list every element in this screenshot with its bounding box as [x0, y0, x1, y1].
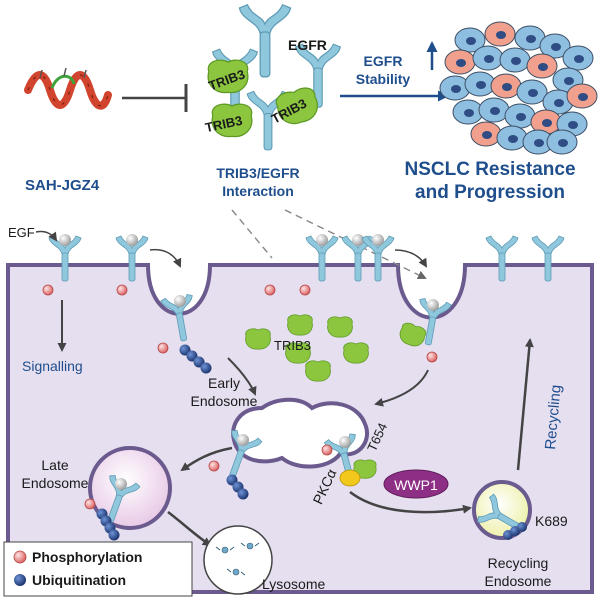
outcome-label-1: NSCLC Resistance: [404, 159, 575, 180]
pit-receptor-left: [157, 293, 212, 374]
interaction-label-2: Interaction: [222, 183, 294, 199]
k689-label: K689: [535, 513, 568, 529]
egf-ligand: [59, 234, 71, 246]
to-late-endosome-arrow: [180, 446, 233, 472]
tumor-cell-nucleus: [464, 109, 474, 117]
sah-jgz4-label: SAH-JGZ4: [25, 177, 100, 194]
dashed-guide-left: [231, 209, 273, 259]
inhibition-arrow: [122, 84, 188, 112]
pkca-blob: [339, 469, 361, 487]
lysosome-label: Lysosome: [262, 576, 326, 592]
tumor-cell-nucleus: [511, 57, 521, 65]
to-early-endosome-arrow: [227, 357, 257, 396]
legend: Phosphorylation Ubiquitination: [3, 541, 193, 597]
tumor-cell-nucleus: [542, 119, 552, 127]
tumor-cell-nucleus: [508, 135, 518, 143]
late-endosome-label-2: Endosome: [22, 475, 89, 491]
tumor-cell-nucleus: [484, 55, 494, 63]
wwp1-blob: [383, 469, 449, 499]
to-recycling-arrow: [349, 491, 472, 514]
egf-label: EGF: [8, 225, 35, 240]
recycling-label: Recycling: [542, 384, 565, 450]
late-endosome-receptor: [84, 473, 141, 541]
recycling-endosome-label-2: Endosome: [485, 573, 552, 589]
tumor-cell-cluster: [439, 21, 598, 155]
to-lysosome-arrow: [167, 511, 212, 547]
tumor-cell-nucleus: [476, 81, 486, 89]
early-endosome: [231, 397, 369, 469]
early-endosome-label-2: Endosome: [191, 393, 258, 409]
tumor-cell-nucleus: [482, 131, 492, 139]
sah-peptide-helix-icon: [24, 67, 112, 110]
legend-ubiquitination: Ubiquitination: [32, 572, 126, 588]
tumor-cell-nucleus: [568, 121, 578, 129]
tumor-cell-nucleus: [490, 107, 500, 115]
stability-label-2: Stability: [356, 71, 411, 87]
egf-arrow: [35, 230, 58, 242]
tumor-cell-nucleus: [564, 77, 574, 85]
egfr-label: EGFR: [288, 37, 327, 53]
stability-label-1: EGFR: [364, 53, 403, 69]
pit-receptor-right: [396, 297, 452, 363]
right-to-endosome-arrow: [374, 369, 429, 407]
tumor-cell-nucleus: [558, 139, 568, 147]
endosome-receptor-right: [321, 432, 377, 485]
early-endosome-label-1: Early: [208, 375, 240, 391]
tumor-cell-nucleus: [451, 85, 461, 93]
tumor-cell-nucleus: [578, 93, 588, 101]
membrane-phospho-dots: [42, 284, 311, 296]
recycling-endosome-label-1: Recycling: [488, 555, 549, 571]
tumor-cell-nucleus: [528, 89, 538, 97]
wwp1-label: WWP1: [394, 477, 438, 493]
legend-phospho-icon: [13, 550, 27, 564]
lysosome-fragments-icon: [215, 542, 260, 576]
surface-receptors: [48, 234, 565, 282]
tumor-cell-nucleus: [551, 43, 561, 51]
signalling-label: Signalling: [22, 358, 83, 374]
lysosome: [203, 525, 273, 595]
internalize-arrow: [149, 248, 182, 268]
recycling-arrow: [516, 338, 534, 471]
tumor-cell-nucleus: [534, 139, 544, 147]
recycling-endosome-receptor: [475, 492, 532, 544]
tumor-cell-nucleus: [538, 63, 548, 71]
late-endosome-label-1: Late: [41, 457, 68, 473]
legend-ubiquitin-icon: [14, 574, 26, 586]
tumor-cell-nucleus: [526, 35, 536, 43]
tumor-cell-nucleus: [466, 37, 476, 45]
internalize-arrow-right: [394, 249, 428, 268]
interaction-label-1: TRIB3/EGFR: [216, 165, 299, 181]
tumor-cell-nucleus: [502, 83, 512, 91]
endosome-receptor-left: [208, 428, 263, 500]
tumor-cell-nucleus: [554, 99, 564, 107]
tumor-cell-nucleus: [516, 113, 526, 121]
legend-phosphorylation: Phosphorylation: [32, 549, 142, 565]
tumor-cell-nucleus: [496, 31, 506, 39]
tumor-cell-nucleus: [574, 55, 584, 63]
tumor-cell-nucleus: [456, 59, 466, 67]
outcome-label-2: and Progression: [415, 182, 565, 203]
trib3-cytosol-label: TRIB3: [274, 338, 311, 353]
